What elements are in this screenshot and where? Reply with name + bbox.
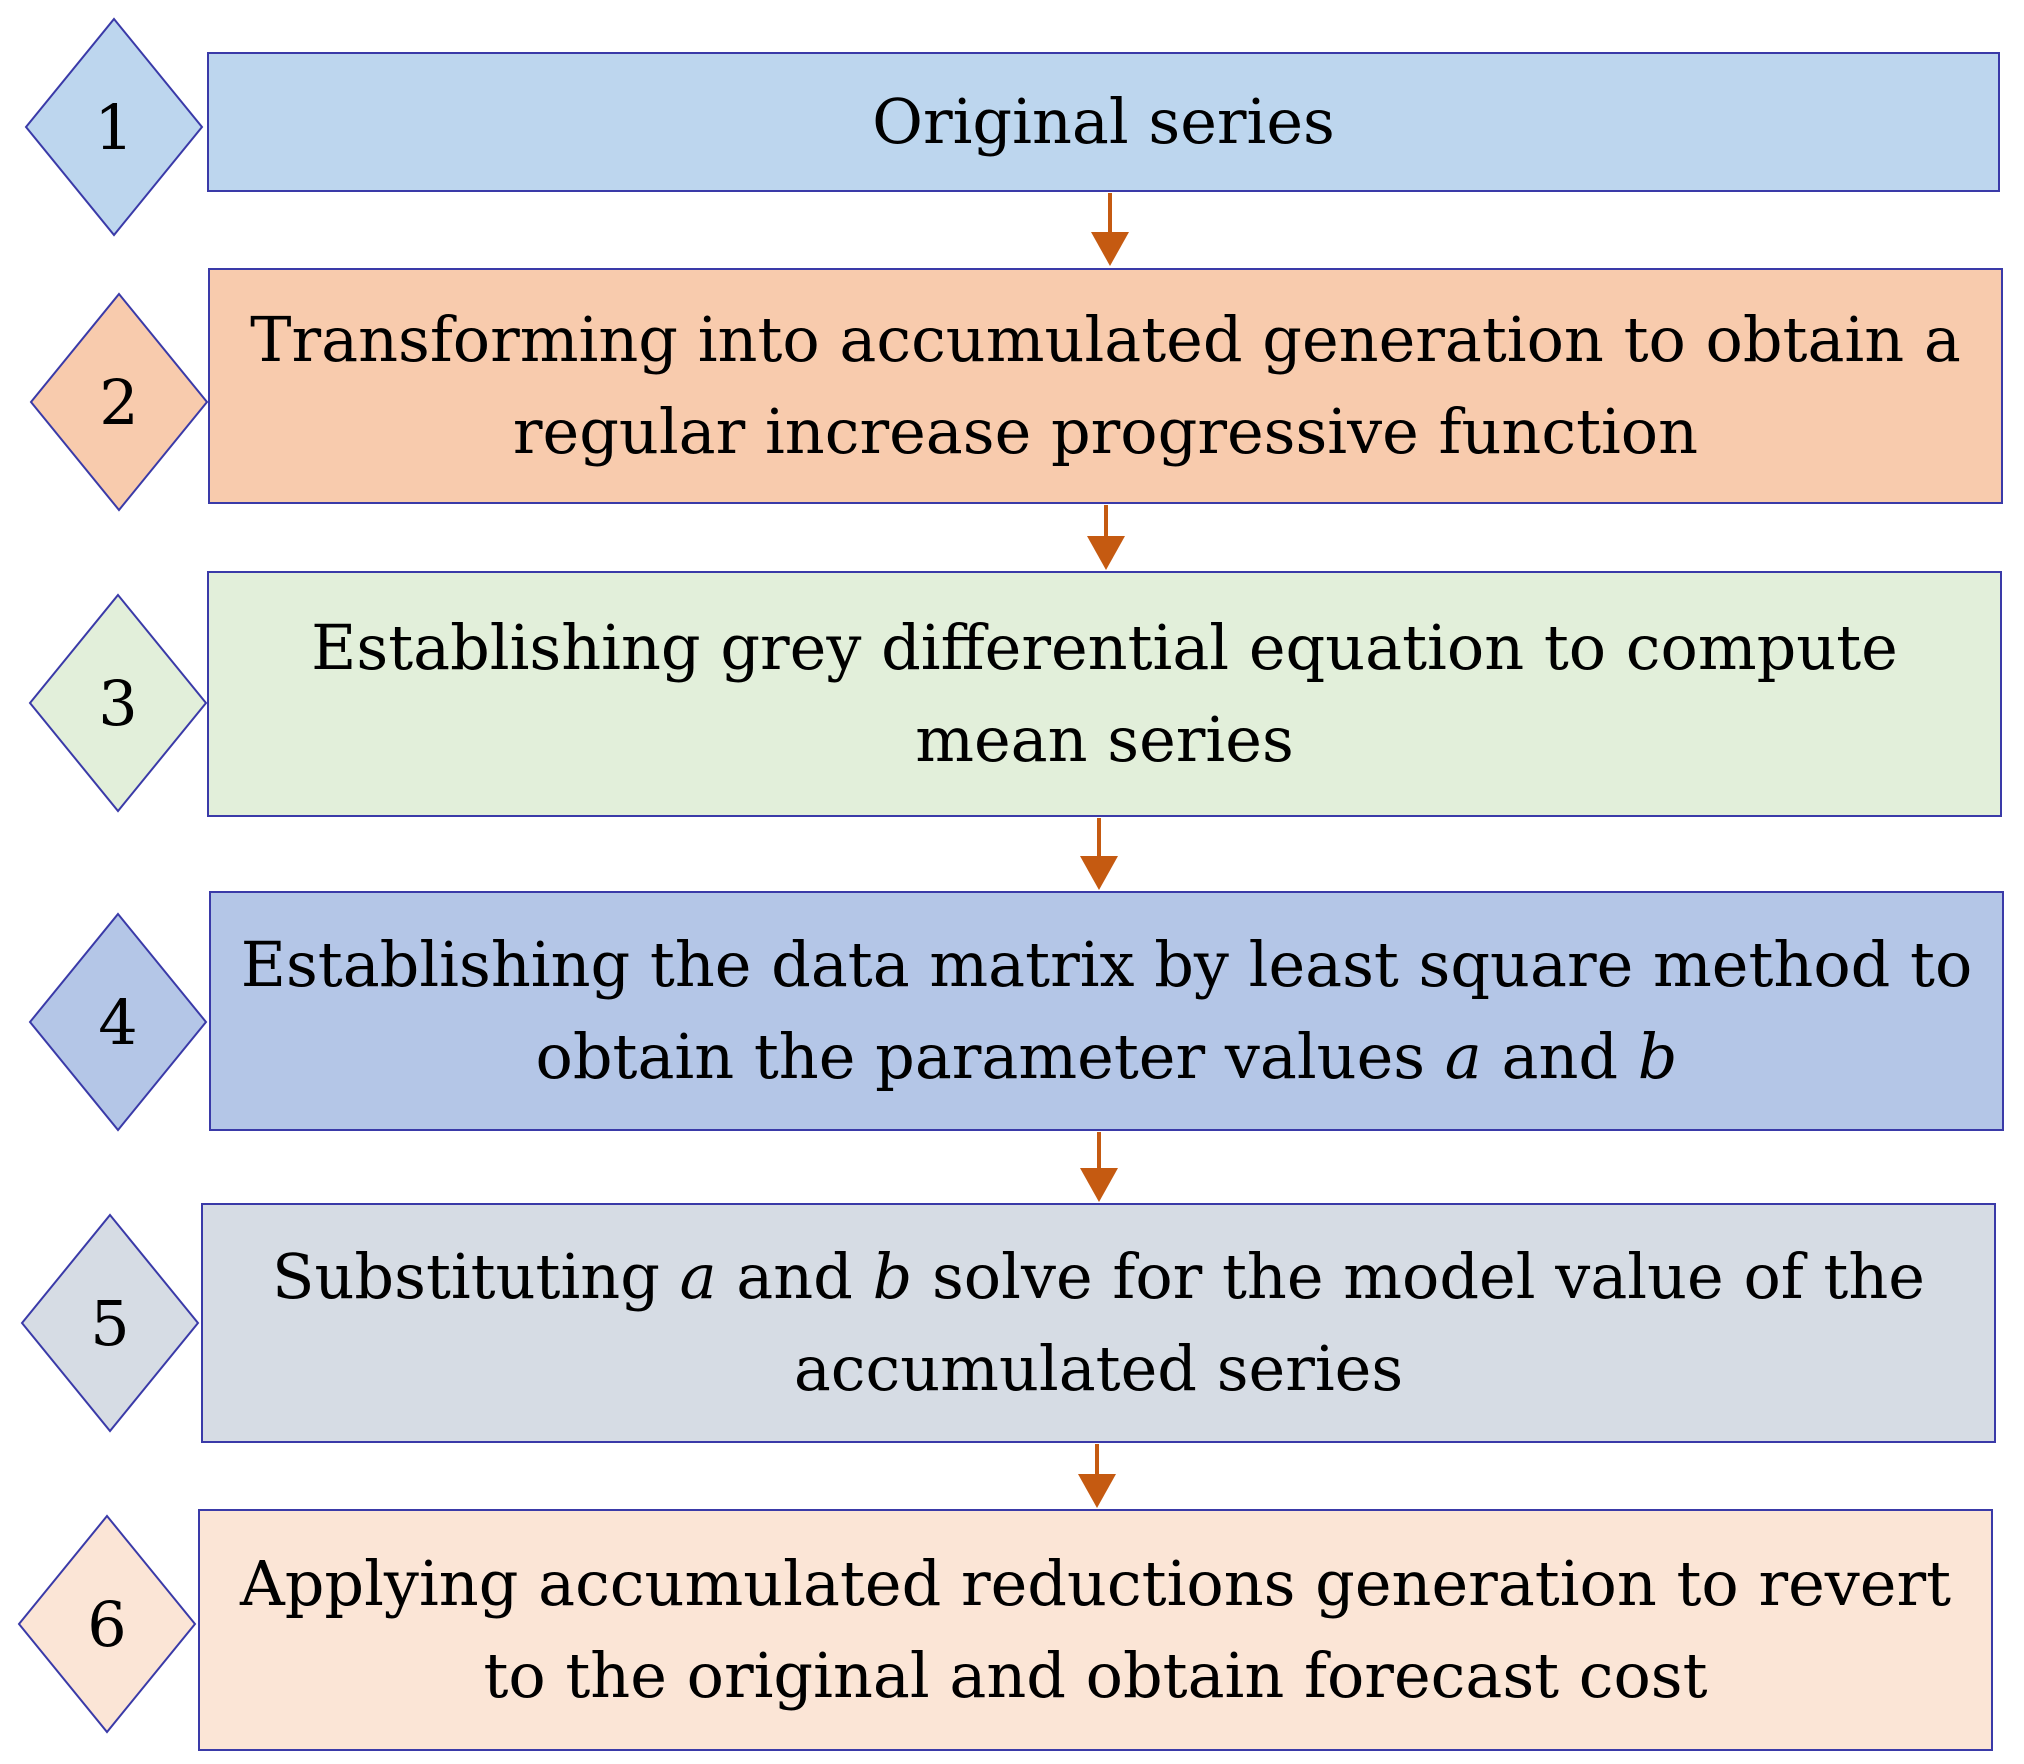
arrow-head [1080, 1168, 1118, 1202]
diamond-shape [20, 1213, 200, 1433]
step-number: 5 [90, 1286, 130, 1360]
down-arrow-icon [1078, 1444, 1116, 1508]
down-arrow-icon [1087, 505, 1125, 570]
step-box-1: Original series [207, 52, 2000, 192]
arrow-head [1080, 856, 1118, 890]
step-diamond-1: 1 [24, 17, 204, 237]
diamond-shape [17, 1514, 197, 1734]
arrow-head [1091, 232, 1129, 266]
step-text-part: to the original and obtain forecast cost [483, 1639, 1708, 1712]
arrow-head [1087, 536, 1125, 570]
diamond-shape [24, 17, 204, 237]
step-diamond-4: 4 [28, 912, 208, 1132]
step-text-line: regular increase progressive function [250, 386, 1961, 478]
step-number: 3 [98, 666, 138, 740]
step-text-part: and [1481, 1020, 1638, 1093]
step-number: 1 [94, 90, 134, 164]
step-diamond-6: 6 [17, 1514, 197, 1734]
step-number: 4 [98, 985, 138, 1059]
diamond-polygon [24, 17, 204, 237]
step-text-part: Substituting [272, 1240, 680, 1313]
diamond-shape [28, 912, 208, 1132]
step-diamond-2: 2 [29, 292, 209, 512]
step-number: 2 [99, 365, 139, 439]
step-text-part: Original series [872, 85, 1335, 158]
parameter-symbol: b [872, 1240, 913, 1313]
step-text-line: Substituting a and b solve for the model… [272, 1231, 1925, 1323]
step-number: 6 [87, 1587, 127, 1661]
arrow-head [1078, 1474, 1116, 1508]
step-diamond-5: 5 [20, 1213, 200, 1433]
diamond-polygon [17, 1514, 197, 1734]
step-text-part: mean series [915, 703, 1294, 776]
down-arrow-icon [1080, 818, 1118, 890]
parameter-symbol: a [1444, 1020, 1482, 1093]
diamond-polygon [28, 593, 208, 813]
step-text-part: Transforming into accumulated generation… [250, 303, 1961, 376]
parameter-symbol: a [679, 1240, 717, 1313]
down-arrow-icon [1080, 1132, 1118, 1202]
diamond-shape [29, 292, 209, 512]
step-text-line: Establishing the data matrix by least sq… [241, 919, 1973, 1011]
diamond-shape [28, 593, 208, 813]
step-text: Establishing grey differential equation … [311, 602, 1898, 786]
step-text: Substituting a and b solve for the model… [272, 1231, 1925, 1415]
step-text-part: solve for the model value of the [912, 1240, 1925, 1313]
step-text-line: obtain the parameter values a and b [241, 1011, 1973, 1103]
step-box-5: Substituting a and b solve for the model… [201, 1203, 1996, 1443]
step-box-3: Establishing grey differential equation … [207, 571, 2002, 817]
step-text-part: accumulated series [793, 1332, 1404, 1405]
step-text-part: Establishing the data matrix by least sq… [240, 928, 1973, 1001]
step-text-line: accumulated series [272, 1323, 1925, 1415]
step-text-line: Transforming into accumulated generation… [250, 294, 1961, 386]
step-text: Applying accumulated reductions generati… [240, 1538, 1951, 1722]
step-text-part: obtain the parameter values [535, 1020, 1445, 1093]
step-text: Transforming into accumulated generation… [250, 294, 1961, 478]
step-text-part: and [716, 1240, 873, 1313]
step-text-line: mean series [311, 694, 1898, 786]
step-text-part: regular increase progressive function [512, 395, 1699, 468]
step-text-line: Original series [872, 76, 1335, 168]
diamond-polygon [20, 1213, 200, 1433]
parameter-symbol: b [1637, 1020, 1678, 1093]
step-box-2: Transforming into accumulated generation… [208, 268, 2003, 504]
down-arrow-icon [1091, 193, 1129, 266]
step-text-line: Applying accumulated reductions generati… [240, 1538, 1951, 1630]
step-diamond-3: 3 [28, 593, 208, 813]
step-text-line: to the original and obtain forecast cost [240, 1630, 1951, 1722]
diamond-polygon [29, 292, 209, 512]
step-text-line: Establishing grey differential equation … [311, 602, 1898, 694]
step-text-part: Applying accumulated reductions generati… [239, 1547, 1952, 1620]
step-text: Original series [872, 76, 1335, 168]
step-text: Establishing the data matrix by least sq… [241, 919, 1973, 1103]
step-text-part: Establishing grey differential equation … [311, 611, 1898, 684]
step-box-6: Applying accumulated reductions generati… [198, 1509, 1993, 1751]
step-box-4: Establishing the data matrix by least sq… [209, 891, 2004, 1131]
diamond-polygon [28, 912, 208, 1132]
